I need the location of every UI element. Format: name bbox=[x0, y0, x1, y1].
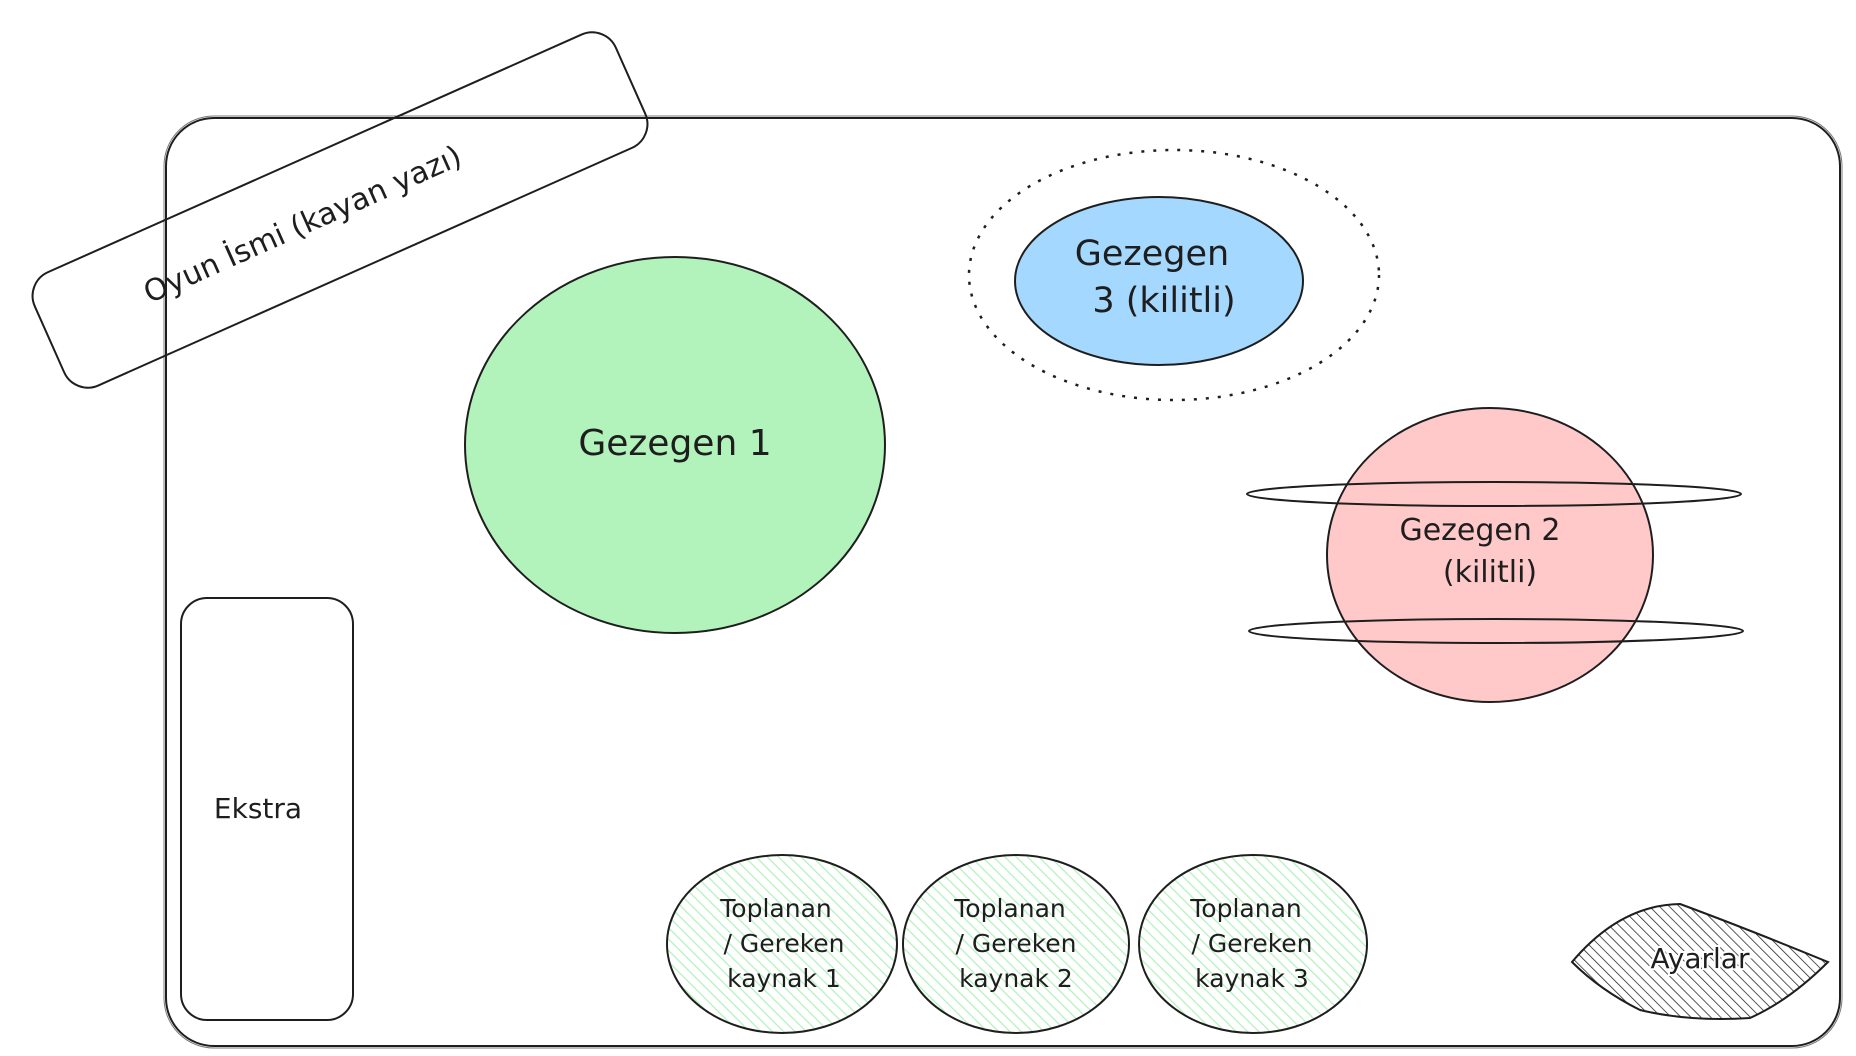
planet-2-label-line-1: Gezegen 2 bbox=[1399, 513, 1560, 548]
planet-2-label-line-2: (kilitli) bbox=[1443, 555, 1537, 590]
planet-3-label-line-2: 3 (kilitli) bbox=[1092, 281, 1235, 321]
planet-2-ring-top bbox=[1246, 481, 1742, 507]
planet-3-label-line-1: Gezegen bbox=[1075, 234, 1230, 274]
resource-counter-2: Toplanan / Gereken kaynak 2 bbox=[902, 854, 1130, 1034]
resource-2-line-2: / Gereken bbox=[955, 929, 1076, 958]
resource-2-line-3: kaynak 2 bbox=[959, 964, 1073, 993]
resource-3-line-1: Toplanan bbox=[1189, 894, 1301, 923]
resource-1-line-1: Toplanan bbox=[719, 894, 831, 923]
resource-counter-3: Toplanan / Gereken kaynak 3 bbox=[1138, 854, 1368, 1034]
resource-3-line-2: / Gereken bbox=[1191, 929, 1312, 958]
settings-button-label: Ayarlar bbox=[1651, 942, 1750, 975]
resource-2-line-1: Toplanan bbox=[953, 894, 1065, 923]
planet-1-label: Gezegen 1 bbox=[578, 423, 771, 464]
resource-1-line-2: / Gereken bbox=[723, 929, 844, 958]
planet-2[interactable]: Gezegen 2 (kilitli) bbox=[1246, 407, 1744, 703]
resource-counter-1: Toplanan / Gereken kaynak 1 bbox=[666, 854, 898, 1034]
settings-button[interactable]: Ayarlar bbox=[1570, 902, 1830, 1020]
title-banner-text: Oyun İsmi (kayan yazı) bbox=[138, 138, 467, 311]
planet-1[interactable]: Gezegen 1 bbox=[464, 256, 886, 634]
planet-2-ring-bottom bbox=[1248, 618, 1744, 644]
resource-1-line-3: kaynak 1 bbox=[727, 964, 841, 993]
planet-3[interactable]: Gezegen 3 (kilitli) bbox=[967, 148, 1381, 402]
extra-panel-label: Ekstra bbox=[214, 792, 302, 825]
game-frame bbox=[163, 115, 1843, 1049]
extra-panel[interactable]: Ekstra bbox=[180, 597, 354, 1021]
resource-3-line-3: kaynak 3 bbox=[1195, 964, 1309, 993]
